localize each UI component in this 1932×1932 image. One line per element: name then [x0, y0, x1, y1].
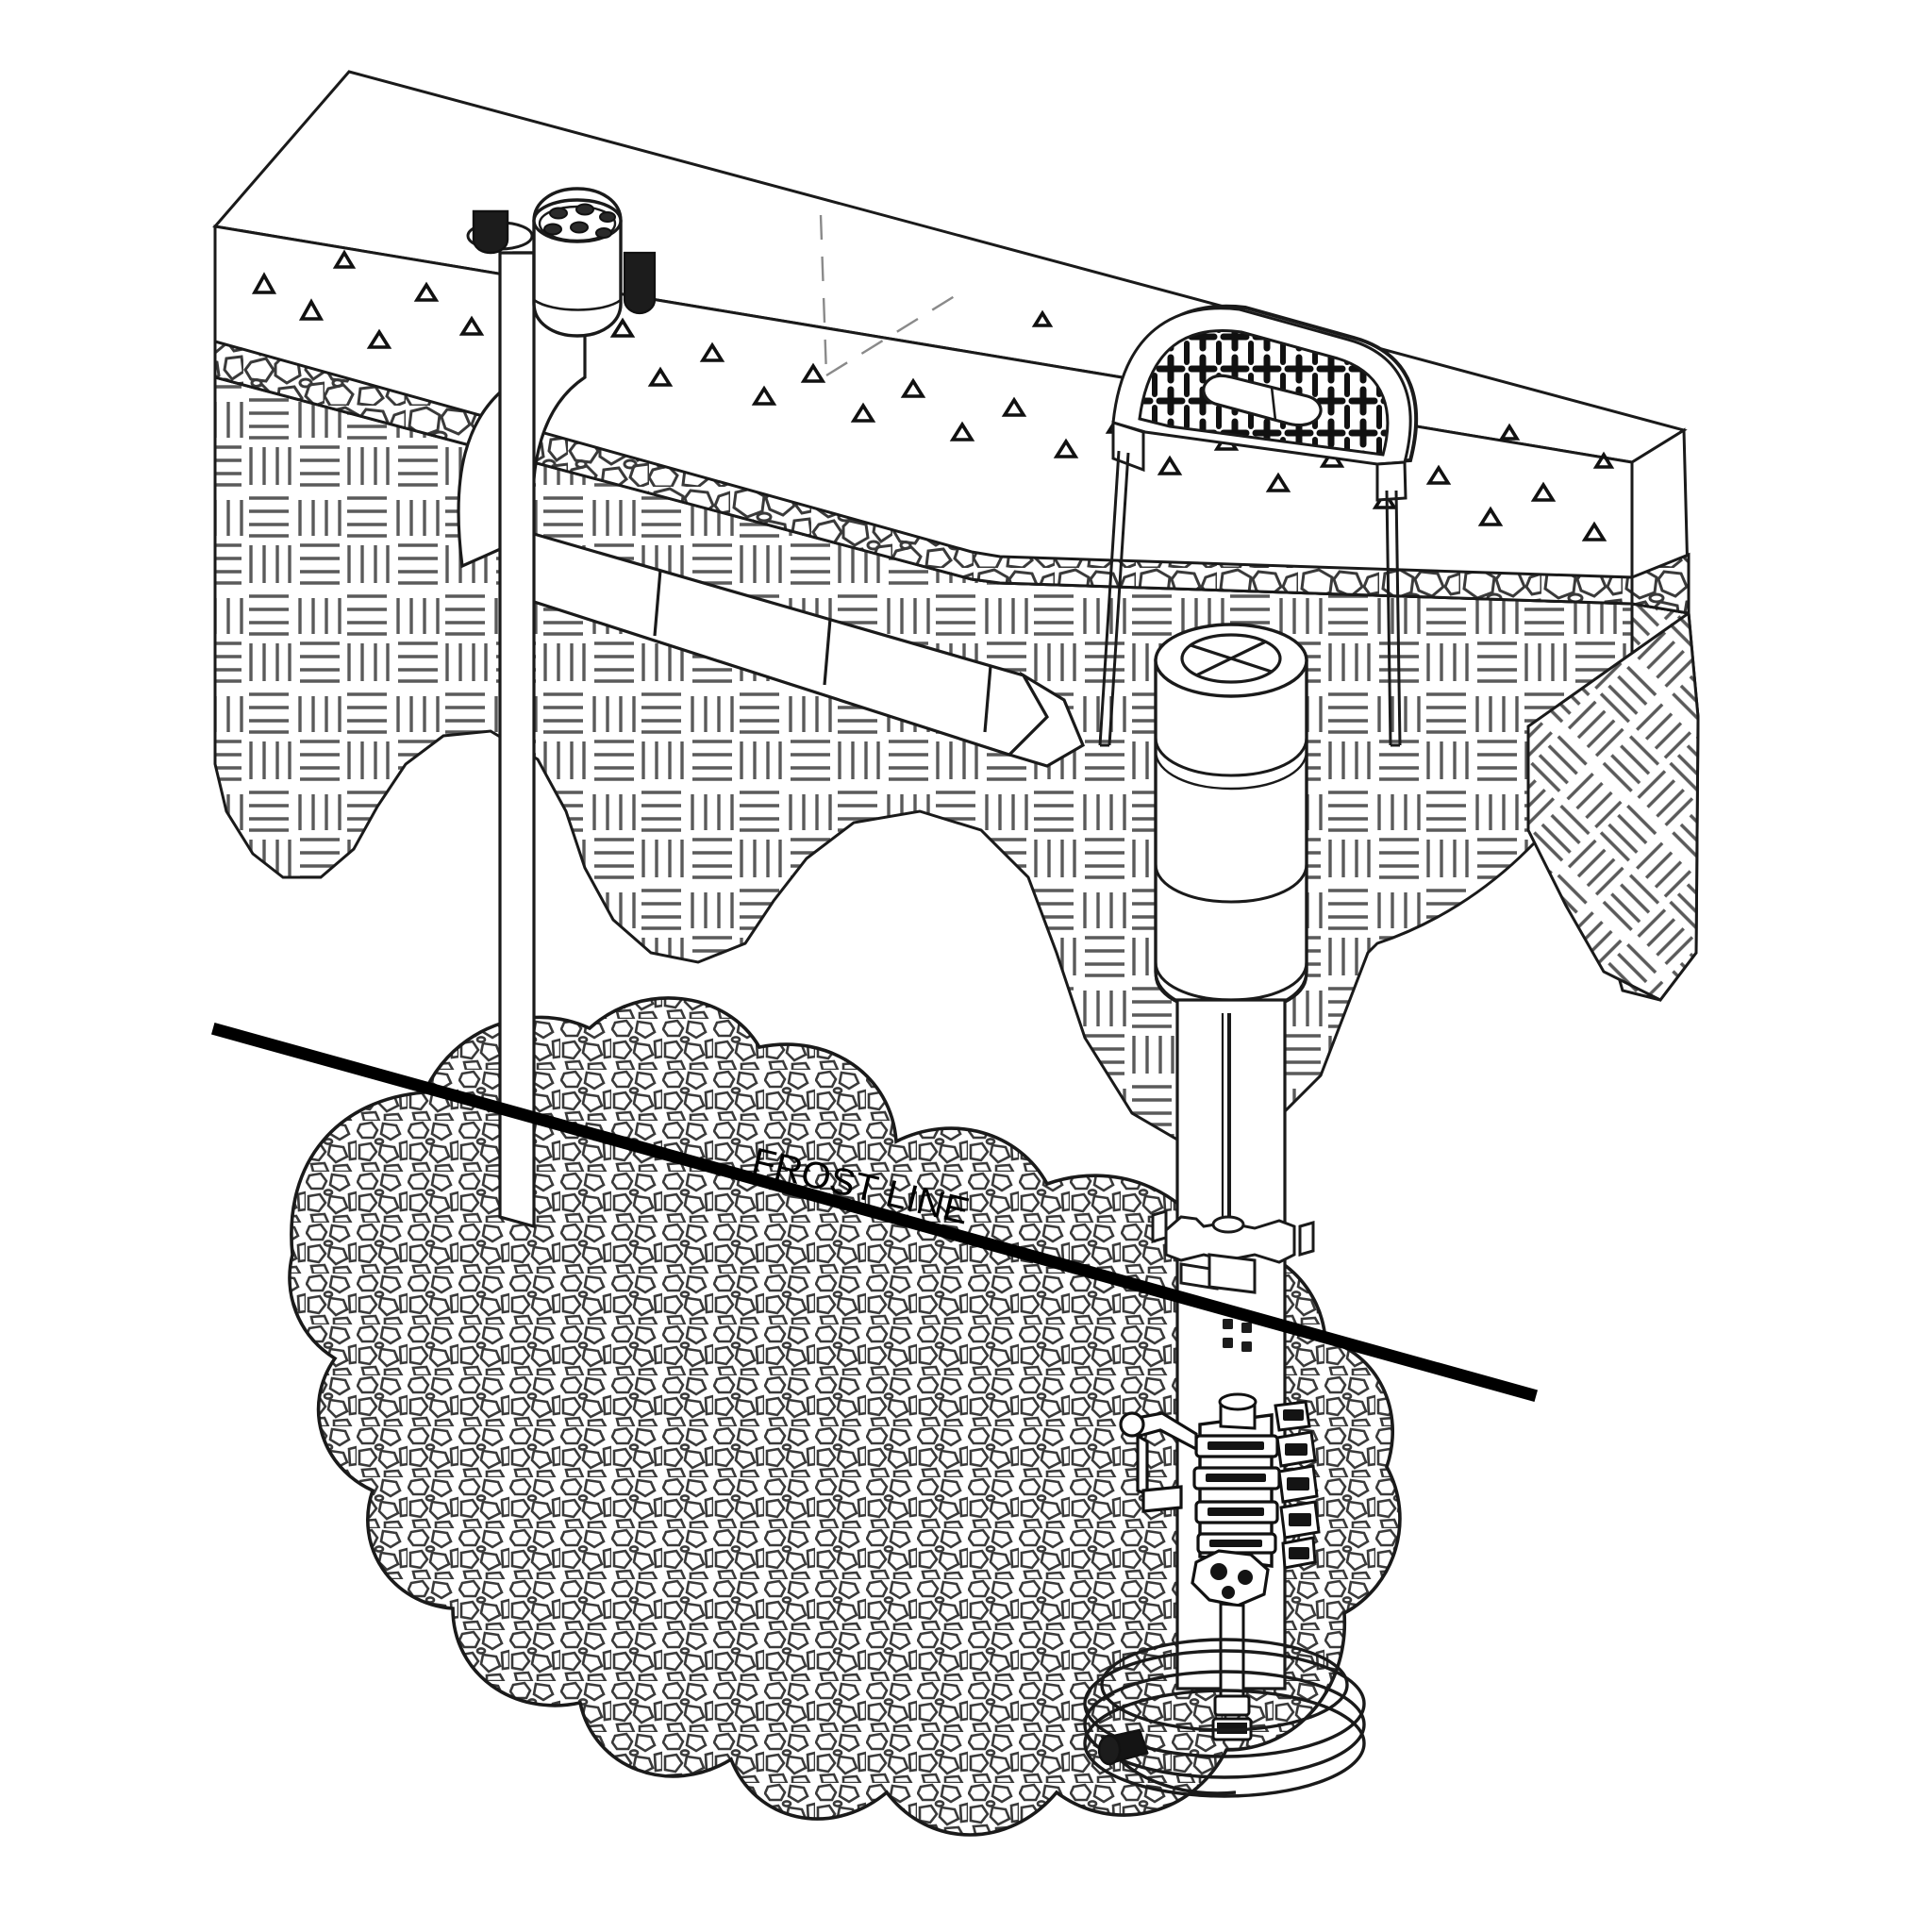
valve-access-box [1098, 450, 1402, 747]
slot-lift-hole [1202, 374, 1323, 427]
frost-line-rule [210, 1022, 1539, 1403]
perforated-cap-holes [543, 203, 616, 239]
valve-assembly [1119, 1392, 1321, 1741]
pipe-support-bracket [1151, 1209, 1315, 1294]
gravel-drainage-bed [288, 996, 1402, 1837]
marker-post [623, 251, 657, 315]
operating-nut-x [1180, 633, 1282, 684]
inlet-fitting [1097, 1728, 1149, 1766]
access-grate-cover[interactable] [1111, 304, 1419, 502]
bolt-plate [1223, 1319, 1252, 1352]
vent-riser-pipe [466, 187, 657, 1229]
hydrant-head [1154, 623, 1308, 1015]
earth-fill-side-face [1526, 602, 1700, 1002]
